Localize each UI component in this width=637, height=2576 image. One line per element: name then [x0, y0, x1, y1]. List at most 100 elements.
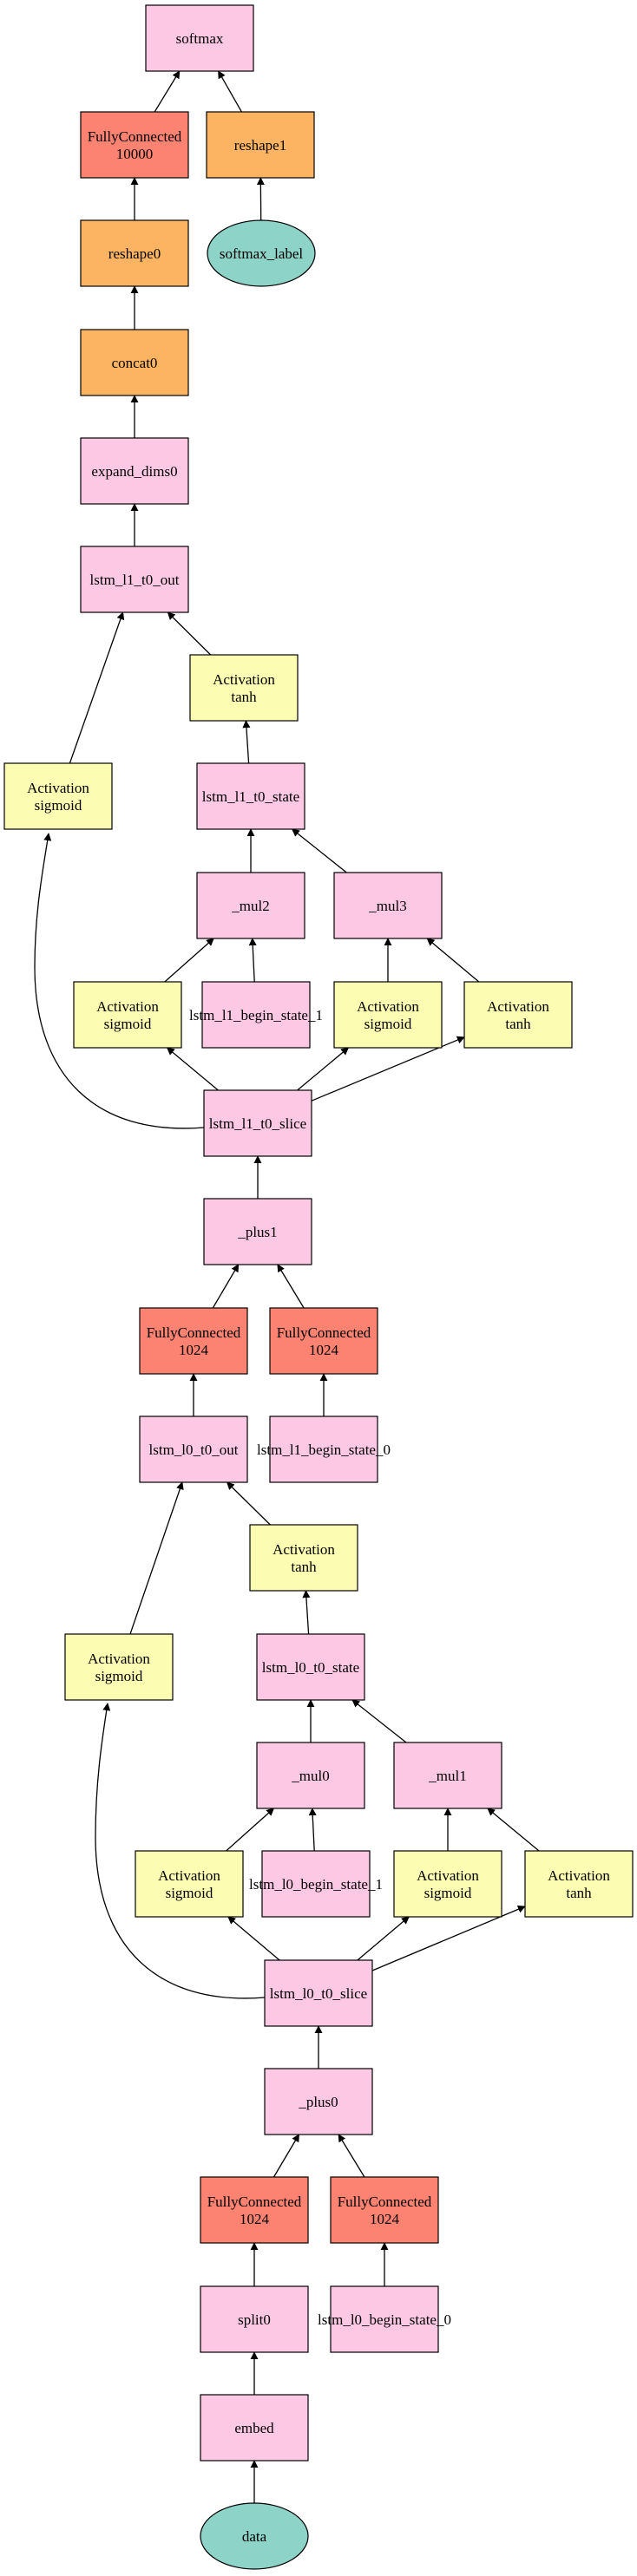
edge-l0-act-sigmoid-out-to-lstm-l0-t0-out	[129, 1481, 184, 1635]
nodes-layer: softmaxFullyConnected10000reshape1softma…	[3, 4, 634, 2570]
node-lstm-l1-begin-state-1: lstm_l1_begin_state_1	[189, 981, 323, 1049]
node-shape	[393, 1742, 502, 1809]
node-data: data	[200, 2502, 309, 2570]
node-label: Activation	[96, 998, 159, 1015]
node-label: lstm_l1_begin_state_0	[257, 1442, 391, 1458]
node-shape	[256, 1742, 365, 1809]
node-label: Activation	[357, 998, 419, 1015]
node-shape	[80, 111, 189, 179]
node-label: lstm_l1_begin_state_1	[189, 1007, 323, 1023]
node-label: FullyConnected	[207, 2194, 302, 2210]
node-split0: split0	[200, 2285, 309, 2353]
edges-layer	[34, 70, 540, 2503]
node-label: FullyConnected	[277, 1324, 371, 1341]
edge-lstm-l0-t0-slice-to-l0-act-sigmoid-a	[227, 1916, 280, 1961]
node-label: FullyConnected	[88, 128, 182, 145]
node-label: Activation	[213, 671, 275, 688]
node-label: data	[242, 2528, 267, 2545]
node-label: tanh	[291, 1559, 317, 1575]
edge-fc-1024-c-to-plus1	[212, 1264, 240, 1309]
node-shape	[200, 2394, 309, 2462]
node-label: 10000	[116, 146, 154, 162]
edge-fc-10000-to-softmax	[154, 70, 181, 113]
node-label: Activation	[548, 1867, 610, 1884]
node-label: softmax_label	[220, 245, 304, 262]
node-expand-dims0: expand_dims0	[80, 437, 189, 505]
node-mul0: _mul0	[256, 1742, 365, 1809]
node-shape	[269, 1415, 378, 1483]
node-softmax-label: softmax_label	[207, 219, 316, 287]
node-embed: embed	[200, 2394, 309, 2462]
node-shape	[333, 872, 443, 939]
node-label: Activation	[417, 1867, 479, 1884]
node-label: lstm_l0_begin_state_0	[318, 2311, 451, 2328]
node-shape	[333, 981, 443, 1049]
edge-lstm-l0-begin-state-1-to-mul0	[308, 1808, 317, 1852]
node-label: _plus1	[237, 1224, 277, 1240]
node-shape	[201, 981, 311, 1049]
node-label: sigmoid	[166, 1885, 213, 1901]
node-label: lstm_l0_begin_state_1	[249, 1876, 383, 1893]
node-shape	[203, 1089, 312, 1157]
node-shape	[139, 1415, 248, 1483]
edge-l1-act-tanh-out-to-lstm-l1-t0-out	[167, 611, 212, 656]
node-label: Activation	[273, 1541, 335, 1558]
node-shape	[524, 1850, 634, 1918]
node-label: reshape0	[108, 245, 161, 262]
node-plus0: _plus0	[264, 2068, 373, 2135]
node-label: FullyConnected	[147, 1324, 241, 1341]
node-label: sigmoid	[364, 1016, 412, 1032]
node-label: lstm_l1_t0_out	[90, 572, 180, 588]
node-label: Activation	[27, 780, 89, 796]
node-mul3: _mul3	[333, 872, 443, 939]
node-label: _mul0	[291, 1768, 329, 1784]
node-shape	[256, 1633, 365, 1701]
node-lstm-l0-begin-state-0: lstm_l0_begin_state_0	[318, 2285, 451, 2353]
edge-lstm-l1-t0-state-to-l1-act-tanh-out	[242, 720, 251, 764]
node-label: _mul1	[428, 1768, 466, 1784]
node-shape	[207, 219, 316, 287]
node-label: expand_dims0	[91, 463, 177, 480]
node-softmax: softmax	[145, 4, 254, 72]
node-shape	[200, 2502, 309, 2570]
edge-fc-1024-d-to-plus1	[277, 1264, 305, 1309]
node-label: embed	[234, 2420, 274, 2436]
node-label: lstm_l0_t0_state	[262, 1659, 359, 1676]
edge-lstm-l1-t0-slice-to-l1-act-sigmoid-a	[166, 1047, 219, 1091]
node-label: _plus0	[298, 2094, 338, 2110]
edge-fc-1024-b-to-plus0	[338, 2134, 365, 2178]
edge-lstm-l0-t0-slice-to-l0-act-sigmoid-out	[95, 1703, 266, 1999]
node-shape	[249, 1524, 358, 1592]
node-shape	[203, 1198, 312, 1265]
edge-l0-act-tanh-out-to-lstm-l0-t0-out	[226, 1481, 271, 1526]
node-label: Activation	[158, 1867, 220, 1884]
edge-lstm-l0-t0-slice-to-l0-act-sigmoid-b	[357, 1916, 410, 1961]
node-shape	[200, 2285, 309, 2353]
node-shape	[196, 762, 305, 830]
edge-l1-act-sigmoid-a-to-mul2	[164, 938, 214, 983]
node-label: FullyConnected	[338, 2194, 432, 2210]
node-shape	[330, 2285, 439, 2353]
node-plus1: _plus1	[203, 1198, 312, 1265]
node-label: sigmoid	[95, 1668, 143, 1684]
node-mul2: _mul2	[196, 872, 305, 939]
edge-lstm-l0-t0-state-to-l0-act-tanh-out	[302, 1590, 311, 1635]
node-lstm-l0-begin-state-1: lstm_l0_begin_state_1	[249, 1850, 383, 1918]
node-reshape1: reshape1	[206, 111, 315, 179]
edge-l0-act-sigmoid-a-to-mul0	[226, 1808, 275, 1852]
node-label: softmax	[176, 30, 224, 47]
node-lstm-l0-t0-out: lstm_l0_t0_out	[139, 1415, 248, 1483]
node-shape	[206, 111, 315, 179]
node-shape	[145, 4, 254, 72]
node-shape	[64, 1633, 174, 1701]
node-lstm-l1-t0-state: lstm_l1_t0_state	[196, 762, 305, 830]
node-shape	[135, 1850, 244, 1918]
